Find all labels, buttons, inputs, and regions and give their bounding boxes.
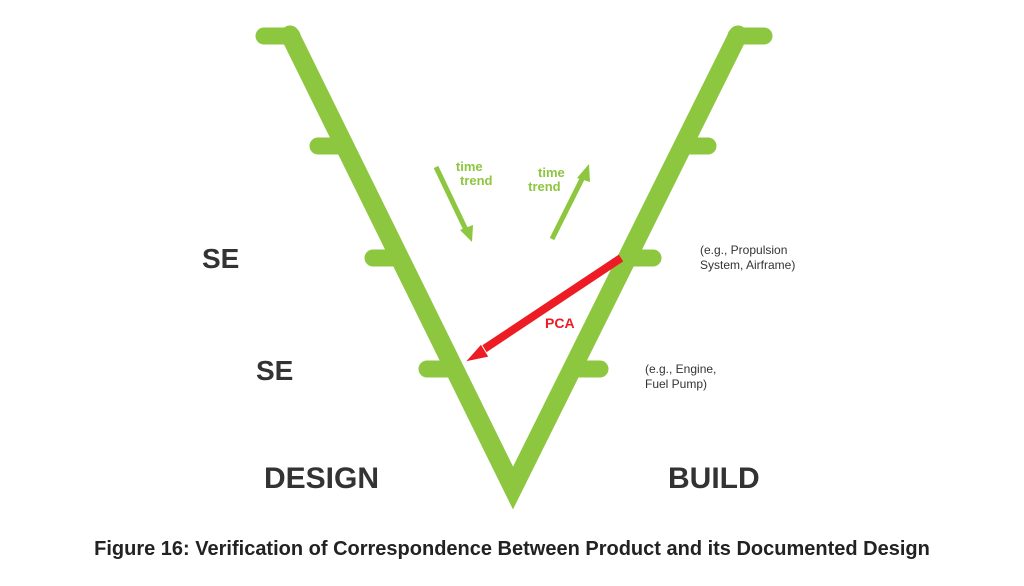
v-shape	[280, 25, 748, 510]
note-lower-line1: (e.g., Engine,	[645, 362, 717, 376]
time-trend-left-line1: time	[455, 159, 483, 174]
note-lower-line2: Fuel Pump)	[645, 377, 708, 391]
time-trend-right-line1: time	[538, 165, 565, 180]
build-label: BUILD	[668, 462, 760, 495]
note-upper: (e.g., Propulsion System, Airframe)	[700, 243, 795, 273]
design-label: DESIGN	[264, 462, 380, 495]
time-trend-arrow-up	[549, 164, 590, 241]
se-lower-label: SE	[256, 355, 294, 386]
time-trend-arrow-down	[433, 165, 473, 242]
pca-label: PCA	[545, 315, 575, 331]
time-trend-right-line2: trend	[528, 179, 561, 194]
note-lower: (e.g., Engine, Fuel Pump)	[645, 362, 716, 392]
time-trend-left-line2: trend	[460, 173, 493, 188]
se-upper-label: SE	[202, 243, 240, 274]
time-trend-right: time trend	[524, 166, 565, 194]
time-trend-left: time trend	[446, 160, 493, 188]
pca-arrow	[463, 254, 624, 363]
note-upper-line1: (e.g., Propulsion	[700, 243, 788, 257]
note-upper-line2: System, Airframe)	[700, 258, 796, 272]
figure-caption: Figure 16: Verification of Correspondenc…	[94, 538, 930, 560]
